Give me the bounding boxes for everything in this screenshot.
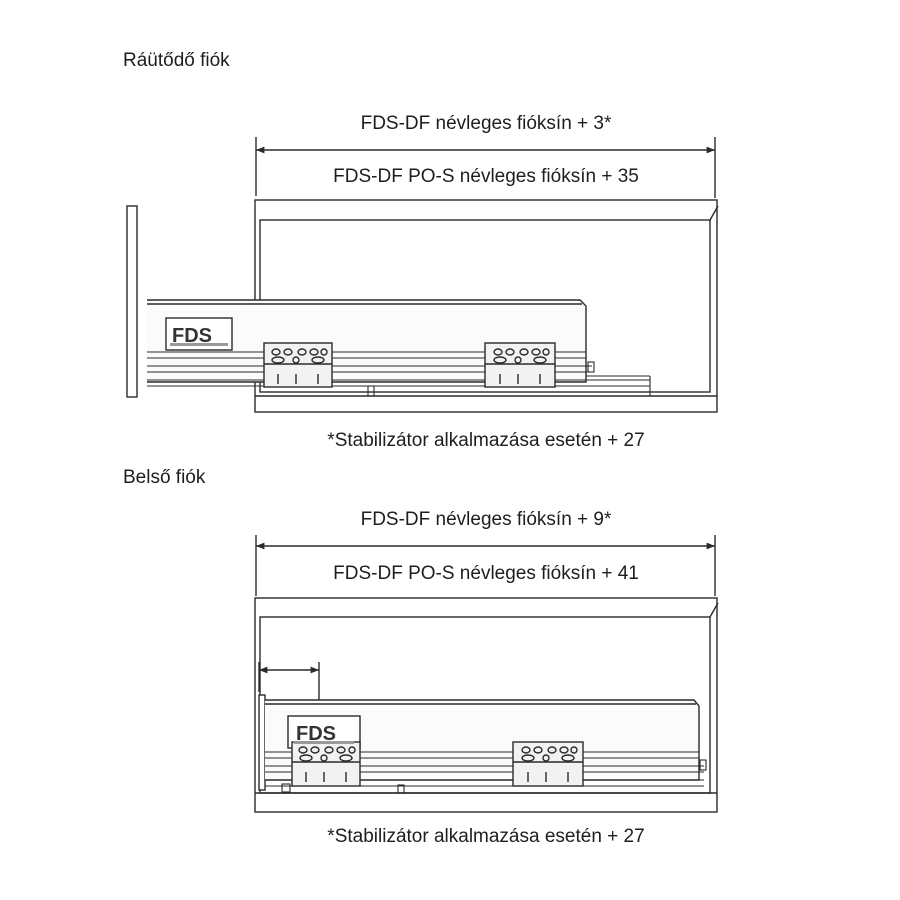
dimension-label-outer: FDS-DF névleges fióksín + 3* <box>360 113 612 134</box>
drawer-side <box>147 299 587 383</box>
front-panel <box>126 205 138 398</box>
locking-bracket-rear <box>484 342 556 388</box>
locking-bracket-front <box>263 342 333 388</box>
locking-bracket-rear <box>512 741 584 787</box>
logo-underline <box>170 343 228 346</box>
fds-logo: FDS <box>172 325 212 347</box>
footnote: *Stabilizátor alkalmazása esetén + 27 <box>327 430 645 451</box>
section-title-inset: Belső fiók <box>123 467 206 488</box>
dimension-label-outer: FDS-DF névleges fióksín + 9* <box>360 509 612 530</box>
dimension-label-inner: FDS-DF PO-S névleges fióksín + 41 <box>333 563 639 584</box>
footnote: *Stabilizátor alkalmazása esetén + 27 <box>327 826 645 847</box>
fds-logo: FDS <box>296 723 336 745</box>
logo-underline <box>294 741 354 744</box>
flush-drawer-drawing <box>126 137 719 413</box>
inset-drawer-drawing <box>254 535 719 813</box>
front-panel <box>258 694 266 791</box>
dimension-label-inner: FDS-DF PO-S névleges fióksín + 35 <box>333 166 639 187</box>
locking-bracket-front <box>291 741 361 787</box>
section-title-flush: Ráütődő fiók <box>123 50 230 71</box>
